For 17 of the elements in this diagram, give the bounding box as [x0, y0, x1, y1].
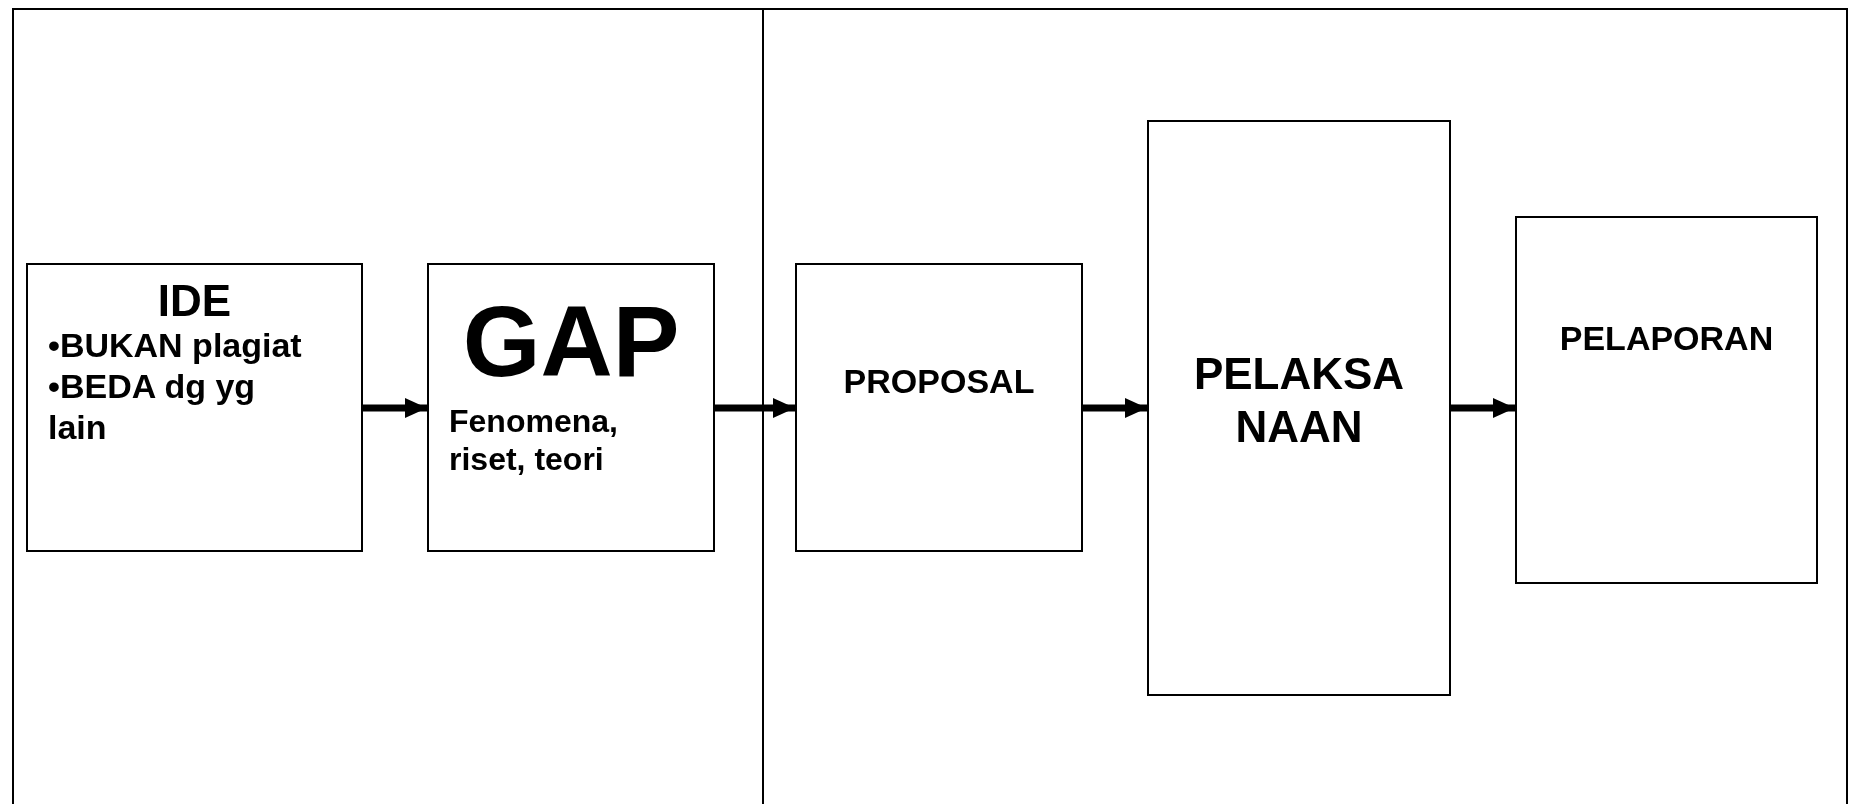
process-box — [427, 263, 715, 552]
arrow — [1451, 398, 1515, 418]
box-heading: GAP — [462, 289, 680, 394]
process-box — [795, 263, 1083, 552]
bullet-item: •BUKAN plagiat — [48, 325, 303, 367]
bullet-item: •BEDA dg yg lain — [48, 366, 257, 448]
process-box — [1515, 216, 1818, 584]
box-heading: IDE — [157, 277, 232, 326]
arrow — [715, 398, 795, 418]
box-label: PROPOSAL — [843, 361, 1035, 402]
process-box — [1147, 120, 1451, 696]
box-label: PELAPORAN — [1559, 318, 1774, 359]
arrow — [1083, 398, 1147, 418]
box-description: Fenomena, riset, teori — [449, 402, 619, 479]
box-label: PELAKSA NAAN — [1192, 348, 1406, 453]
arrow — [363, 398, 427, 418]
process-box — [26, 263, 363, 552]
